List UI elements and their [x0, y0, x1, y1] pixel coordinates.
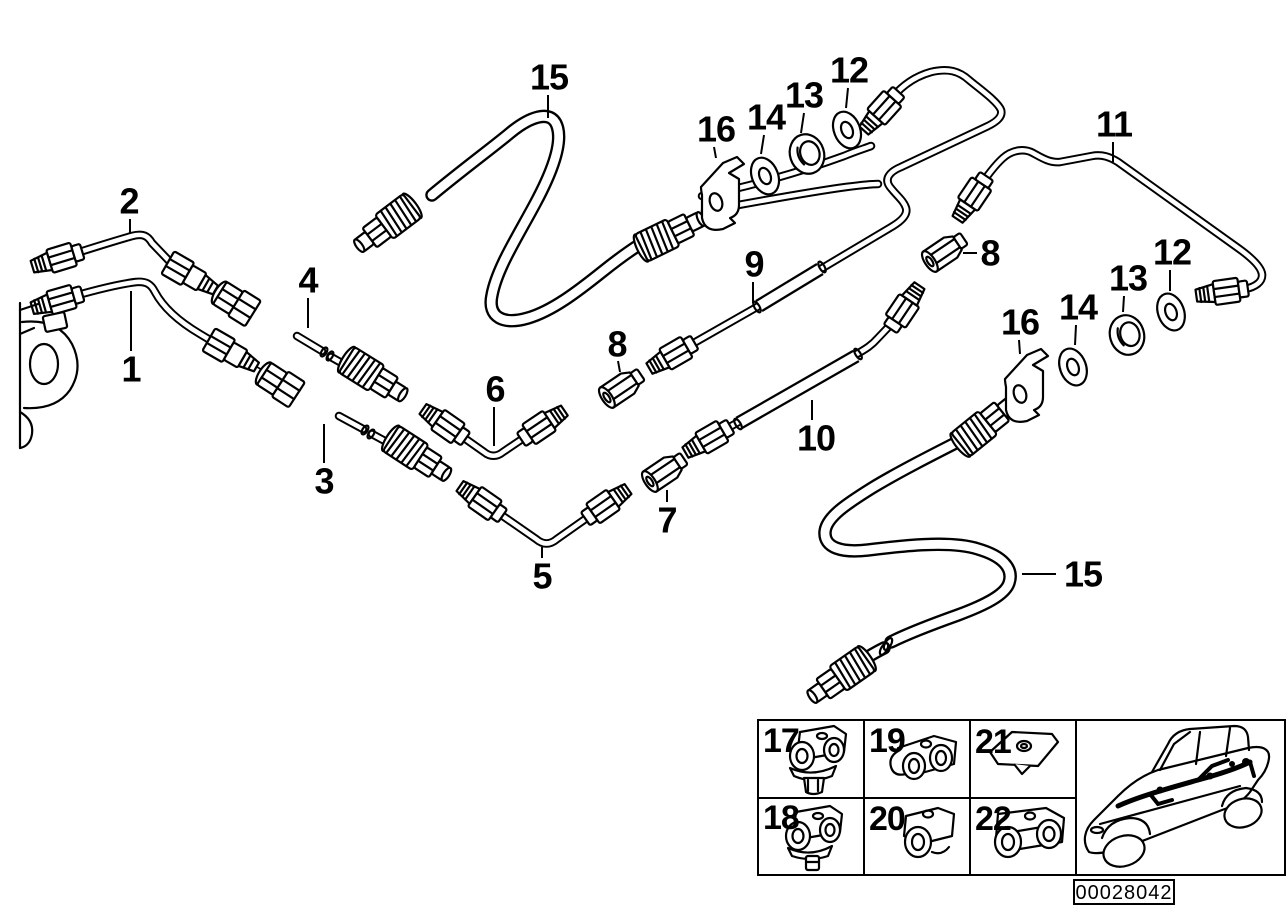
legend-cell-19: 19: [869, 722, 906, 760]
bracket-16-left: [699, 155, 746, 231]
fitting-pipe5-right: [577, 478, 637, 530]
callout-13a: 13: [785, 75, 823, 116]
fitting-pipe2-left: [27, 238, 87, 280]
pipe-11: [971, 146, 1267, 296]
legend-cell-21: 21: [975, 723, 1012, 761]
callout-15a: 15: [530, 57, 569, 98]
legend-divider-h1: [757, 797, 1075, 799]
washer-14-left: [744, 152, 786, 200]
callout-leader-13b: [1122, 295, 1125, 313]
car-illustration: [1083, 724, 1271, 868]
fitting-pipe9-upper: [853, 82, 909, 140]
callout-16a: 16: [697, 109, 735, 150]
hose3-nut: [250, 357, 307, 409]
pipe-6: [445, 423, 542, 460]
union-8-mid: [594, 363, 649, 412]
pipe-10: [709, 312, 903, 441]
grommet-13-right: [1104, 309, 1150, 361]
hose-15-upper: [425, 109, 659, 328]
union-8-upper: [917, 227, 972, 276]
callout-15b: 15: [1064, 554, 1103, 595]
clamp-21-icon: [988, 730, 1060, 776]
callout-10: 10: [797, 418, 835, 459]
washer-12-right: [1151, 288, 1191, 336]
callout-leader-8a: [617, 360, 621, 373]
callout-14a: 14: [747, 97, 786, 138]
fitting-pipe11-start: [946, 168, 998, 228]
clamp-17-icon: [788, 724, 848, 796]
fitting-pipe6-right: [513, 399, 573, 451]
callout-leader-12a: [845, 87, 849, 109]
hose15-upper-right-end: [629, 203, 712, 265]
fitting-pipe11-end: [1193, 275, 1251, 309]
clamp-20-icon: [902, 806, 956, 859]
pipe-2: [59, 230, 179, 271]
pipe-5: [482, 500, 606, 548]
union-7: [637, 447, 692, 496]
callout-leader-16b: [1018, 339, 1021, 355]
legend-cell-20: 20: [869, 800, 906, 838]
callout-14b: 14: [1059, 287, 1098, 328]
hose4-end: [333, 343, 415, 411]
callout-12a: 12: [830, 50, 868, 91]
image-code-box: 00028042: [1073, 879, 1175, 905]
clamp-19-icon: [889, 734, 958, 781]
callout-leader-16a: [713, 146, 717, 159]
legend-cell-17: 17: [763, 722, 800, 760]
callout-leader-14a: [760, 134, 765, 155]
fitting-pipe5-left: [451, 475, 511, 527]
legend-cell-22: 22: [975, 800, 1012, 838]
callout-1: 1: [121, 349, 141, 390]
callout-2: 2: [119, 181, 138, 222]
hose-15-lower: [818, 421, 1017, 669]
callout-leader-13a: [800, 112, 805, 134]
callout-16b: 16: [1001, 302, 1039, 343]
fitting-pipe10-lower: [678, 415, 738, 464]
bracket-16-right: [1003, 347, 1050, 423]
callout-leader-14b: [1074, 324, 1077, 346]
hose-3-tube: [334, 411, 388, 445]
callout-4: 4: [298, 260, 318, 301]
washer-14-right: [1053, 343, 1093, 391]
callout-5: 5: [532, 556, 552, 597]
clamp-18-icon: [784, 804, 844, 872]
callout-12b: 12: [1153, 232, 1191, 273]
callout-7: 7: [657, 500, 676, 541]
fitting-pipe10-upper: [879, 277, 931, 337]
pipe-9: [673, 66, 1006, 357]
tube-breaks: [319, 346, 376, 440]
legend-divider-v3: [1075, 719, 1077, 876]
callout-8b: 8: [980, 233, 999, 274]
hose15-lower-bottom-end: [800, 642, 880, 712]
callout-6: 6: [485, 369, 504, 410]
pipe-1: [59, 277, 220, 348]
callout-9: 9: [744, 244, 763, 285]
callout-11: 11: [1096, 104, 1133, 145]
callout-3: 3: [314, 461, 333, 502]
fitting-pipe9-lower: [642, 331, 702, 380]
clamp-22-icon: [993, 806, 1066, 859]
callout-8a: 8: [607, 324, 626, 365]
hose15-upper-left-end: [346, 190, 426, 261]
abs-unit-partial: [18, 301, 79, 450]
callout-13b: 13: [1109, 258, 1147, 299]
union-pipe1: [201, 327, 265, 380]
legend-cell-18: 18: [763, 799, 800, 837]
